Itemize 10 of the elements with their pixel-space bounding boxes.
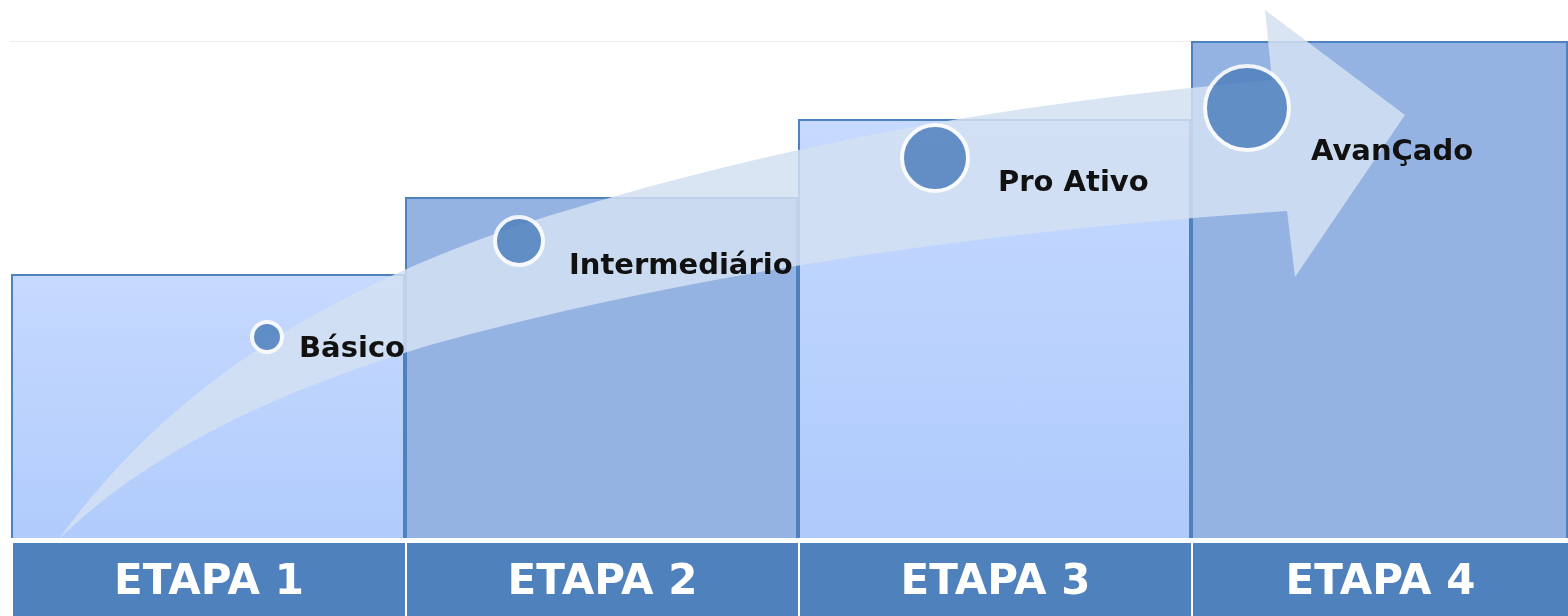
milestone-label: Básico bbox=[299, 330, 405, 364]
milestone-label: Pro Ativo bbox=[998, 164, 1149, 198]
step-column bbox=[1191, 41, 1568, 616]
milestone-circle bbox=[250, 320, 284, 354]
step-band: ETAPA 2 bbox=[405, 538, 798, 616]
milestone-label: AvanÇado bbox=[1311, 133, 1474, 167]
step-band: ETAPA 4 bbox=[1191, 538, 1568, 616]
step-band: ETAPA 1 bbox=[11, 538, 405, 616]
milestone-label: Intermediário bbox=[569, 247, 793, 281]
step-band: ETAPA 3 bbox=[798, 538, 1191, 616]
